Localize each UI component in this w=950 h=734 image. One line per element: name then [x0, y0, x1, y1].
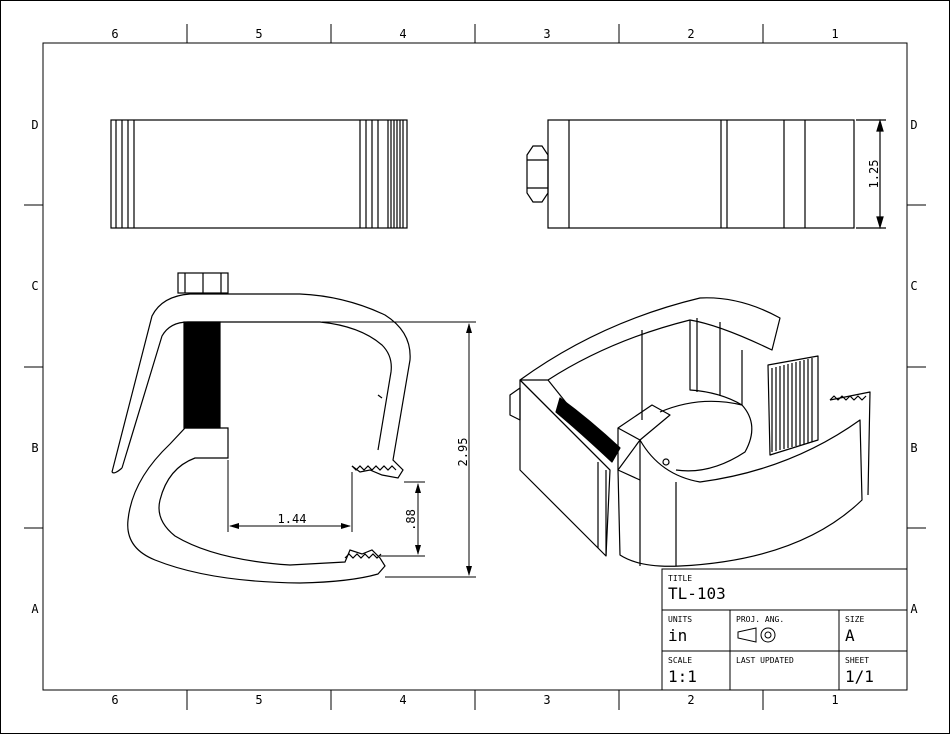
scale-label: SCALE	[668, 656, 692, 665]
zone-col-label: 3	[543, 693, 550, 707]
top-view	[110, 119, 408, 229]
sheet-value: 1/1	[845, 667, 874, 686]
isometric-view	[509, 297, 871, 567]
zone-col-label: 4	[399, 27, 406, 41]
title-block	[661, 568, 908, 691]
zone-col-label: 4	[399, 693, 406, 707]
dimension-height-top: 1.25	[867, 160, 881, 189]
hex-nut	[526, 145, 549, 203]
size-label: SIZE	[845, 615, 864, 624]
zone-col-label: 6	[111, 693, 118, 707]
drawing-title: TL-103	[668, 584, 726, 603]
zone-col-label: 3	[543, 27, 550, 41]
zone-col-label: 5	[255, 693, 262, 707]
threaded-rod	[183, 321, 221, 429]
zone-ticks	[24, 24, 926, 710]
units-value: in	[668, 626, 687, 645]
zone-col-label: 1	[831, 693, 838, 707]
zone-row-label: C	[910, 279, 917, 293]
zone-col-label: 2	[687, 693, 694, 707]
front-view	[111, 272, 411, 584]
projection-label: PROJ. ANG.	[736, 615, 784, 624]
front-view-dimensions	[227, 321, 476, 578]
side-view	[526, 118, 886, 230]
zone-row-label: D	[31, 118, 38, 132]
sheet-label: SHEET	[845, 656, 869, 665]
zone-row-label: A	[31, 602, 39, 616]
zone-row-label: C	[31, 279, 38, 293]
zone-col-label: 6	[111, 27, 118, 41]
dimension-opening: 2.95	[456, 438, 470, 467]
last-updated-label: LAST UPDATED	[736, 656, 794, 665]
zone-col-label: 5	[255, 27, 262, 41]
zone-row-label: B	[910, 441, 917, 455]
zone-col-label: 1	[831, 27, 838, 41]
third-angle-projection-icon	[737, 627, 776, 643]
zone-row-label: B	[31, 441, 38, 455]
zone-row-label: D	[910, 118, 917, 132]
zone-row-label: A	[910, 602, 918, 616]
zone-labels: 6 5 4 3 2 1 6 5 4 3 2 1 D C B A D C B A	[31, 27, 918, 707]
title-label: TITLE	[668, 574, 692, 583]
dimension-jaw-gap: .88	[404, 509, 418, 531]
dimension-throat-depth: 1.44	[278, 512, 307, 526]
size-value: A	[845, 626, 855, 645]
scale-value: 1:1	[668, 667, 697, 686]
units-label: UNITS	[668, 615, 692, 624]
zone-col-label: 2	[687, 27, 694, 41]
